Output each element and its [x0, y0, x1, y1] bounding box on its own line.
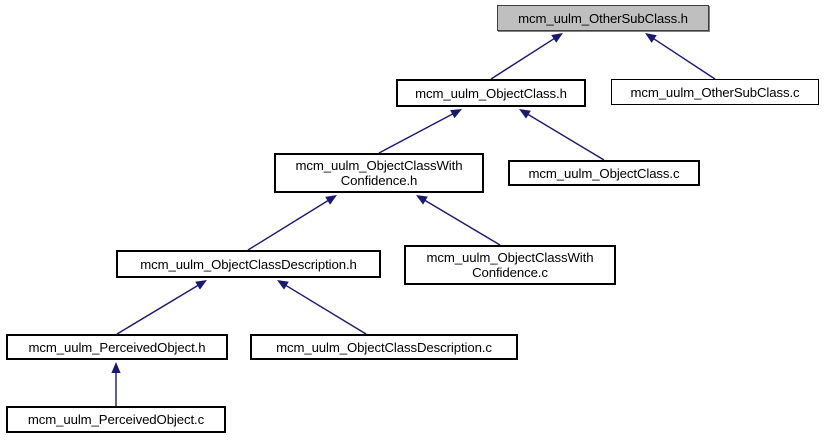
- graph-node-mcm-uulm-objectclass-h[interactable]: mcm_uulm_ObjectClass.h: [396, 79, 586, 107]
- edge-line: [490, 37, 556, 80]
- edge-perceived-object-h-to-object-class-description-h: [116, 280, 207, 335]
- arrowhead-icon: [111, 362, 121, 373]
- edge-object-class-with-confidence-c-to-object-class-with-confidence-h: [416, 195, 501, 246]
- graph-node-mcm-uulm-othersubclass-c[interactable]: mcm_uulm_OtherSubClass.c: [611, 79, 819, 105]
- graph-node-label: mcm_uulm_OtherSubClass.h: [518, 10, 688, 26]
- graph-node-label: mcm_uulm_PerceivedObject.c: [27, 412, 205, 427]
- graph-node-label: mcm_uulm_ObjectClassWith Confidence.h: [295, 158, 463, 188]
- graph-node-label: mcm_uulm_ObjectClassWith Confidence.c: [426, 250, 594, 280]
- edge-line: [116, 284, 200, 335]
- graph-node-mcm-uulm-perceivedobject-h[interactable]: mcm_uulm_PerceivedObject.h: [6, 334, 228, 360]
- edge-line: [526, 113, 605, 161]
- graph-node-mcm-uulm-othersubclass-h: mcm_uulm_OtherSubClass.h: [497, 5, 709, 31]
- graph-node-mcm-uulm-objectclass-c[interactable]: mcm_uulm_ObjectClass.c: [508, 160, 700, 186]
- graph-node-mcm-uulm-objectclasswith-confidence-h[interactable]: mcm_uulm_ObjectClassWith Confidence.h: [274, 153, 484, 193]
- graph-node-mcm-uulm-perceivedobject-c[interactable]: mcm_uulm_PerceivedObject.c: [6, 406, 226, 433]
- edge-perceived-object-c-to-perceived-object-h: [111, 362, 121, 406]
- arrowhead-icon: [416, 195, 428, 205]
- arrowhead-icon: [450, 109, 462, 119]
- edge-object-class-h-to-other-sub-class-h: [490, 33, 563, 80]
- arrowhead-icon: [519, 109, 531, 119]
- graph-node-label: mcm_uulm_ObjectClass.h: [415, 85, 567, 101]
- arrowhead-icon: [551, 33, 563, 43]
- graph-node-label: mcm_uulm_ObjectClassDescription.h: [140, 256, 357, 272]
- graph-node-label: mcm_uulm_ObjectClassDescription.c: [276, 339, 492, 355]
- graph-node-label: mcm_uulm_ObjectClass.c: [528, 165, 680, 181]
- arrowhead-icon: [645, 33, 657, 43]
- edge-object-class-description-c-to-object-class-description-h: [277, 280, 367, 335]
- edge-line: [247, 199, 330, 251]
- arrowhead-icon: [325, 195, 337, 205]
- edge-line: [652, 37, 716, 80]
- graph-node-label: mcm_uulm_OtherSubClass.c: [630, 84, 800, 100]
- graph-node-label: mcm_uulm_PerceivedObject.h: [28, 339, 206, 355]
- edge-object-class-c-to-object-class-h: [519, 109, 605, 161]
- edge-line: [284, 284, 367, 335]
- graph-node-mcm-uulm-objectclassdescription-c[interactable]: mcm_uulm_ObjectClassDescription.c: [250, 334, 518, 360]
- arrowhead-icon: [195, 280, 207, 290]
- edge-other-sub-class-c-to-other-sub-class-h: [645, 33, 716, 80]
- edge-object-class-with-confidence-h-to-object-class-h: [378, 109, 462, 154]
- arrowhead-icon: [277, 280, 289, 290]
- edge-line: [423, 199, 501, 246]
- graph-node-mcm-uulm-objectclasswith-confidence-c[interactable]: mcm_uulm_ObjectClassWith Confidence.c: [404, 245, 616, 285]
- edge-line: [378, 112, 455, 154]
- graph-node-mcm-uulm-objectclassdescription-h[interactable]: mcm_uulm_ObjectClassDescription.h: [116, 250, 381, 278]
- edge-object-class-description-h-to-object-class-with-confidence-h: [247, 195, 337, 251]
